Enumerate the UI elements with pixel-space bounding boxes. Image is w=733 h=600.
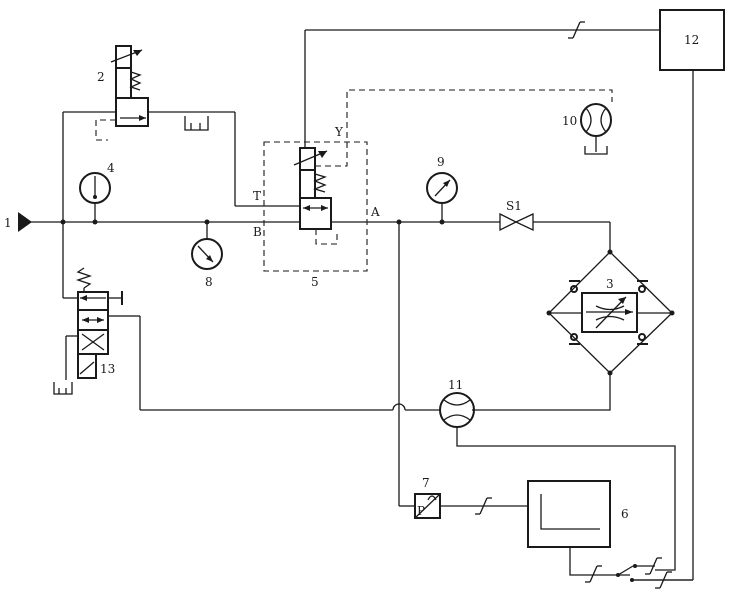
label-3: 3 xyxy=(606,277,614,291)
signal-break-top xyxy=(572,21,581,39)
label-b: B xyxy=(253,225,262,239)
label-2: 2 xyxy=(97,70,105,84)
proportional-valve-5: T B A Y 5 xyxy=(253,30,613,289)
label-1: 1 xyxy=(4,216,12,230)
signal-switch xyxy=(585,557,693,589)
flow-meter-10: 10 xyxy=(562,103,612,155)
pressure-transducer-7: P 7 xyxy=(414,476,528,519)
test-bridge-3: 3 xyxy=(472,249,675,411)
pressure-gauge-8: 8 xyxy=(191,222,223,289)
label-12: 12 xyxy=(684,33,699,47)
main-line xyxy=(30,219,611,252)
relief-valve-2: 2 xyxy=(62,45,235,222)
label-6: 6 xyxy=(621,507,629,521)
pressure-gauge-9: 9 xyxy=(426,155,458,222)
label-4: 4 xyxy=(107,161,115,175)
return-line xyxy=(124,315,440,411)
recorder-6: 6 xyxy=(527,480,630,576)
label-5: 5 xyxy=(311,275,319,289)
label-s1: S1 xyxy=(506,199,522,213)
label-13: 13 xyxy=(100,362,115,376)
pump-source-1: 1 xyxy=(4,212,32,232)
label-a: A xyxy=(370,205,380,219)
label-7: 7 xyxy=(422,476,430,490)
directional-valve-13: 13 xyxy=(53,222,124,395)
label-t: T xyxy=(253,189,261,203)
flow-meter-11: 11 xyxy=(439,378,676,571)
label-11: 11 xyxy=(448,378,463,392)
label-10: 10 xyxy=(562,114,577,128)
pressure-gauge-4: 4 xyxy=(79,161,115,222)
shutoff-valve-s1: S1 xyxy=(499,199,534,232)
label-y: Y xyxy=(334,125,344,139)
controller-12: 12 xyxy=(630,9,725,581)
label-p: P xyxy=(417,504,425,518)
label-9: 9 xyxy=(437,155,445,169)
label-8: 8 xyxy=(205,275,213,289)
